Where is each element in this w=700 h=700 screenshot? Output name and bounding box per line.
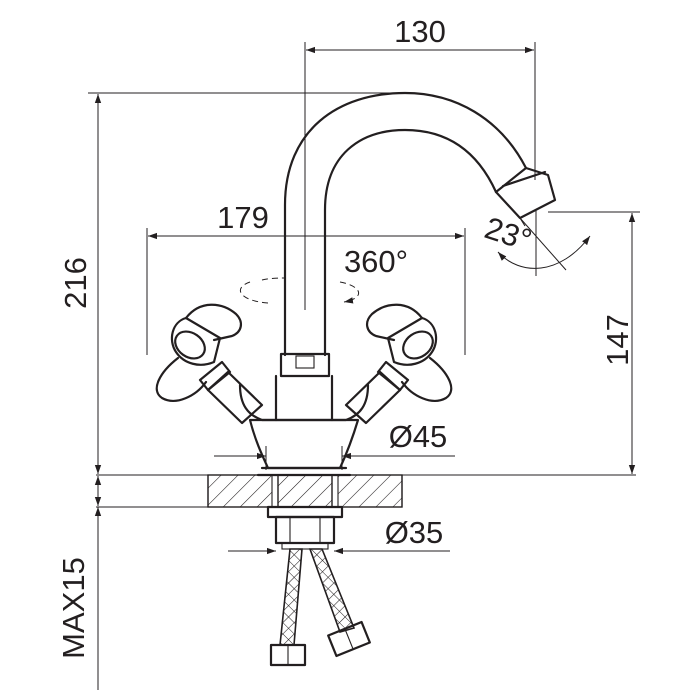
countertop-section xyxy=(96,474,636,508)
dim-base-diameter-label: Ø45 xyxy=(389,419,448,454)
dimension-360: 360° xyxy=(239,244,408,304)
dimension-max15: MAX15 xyxy=(56,476,102,690)
dimension-130: 130 xyxy=(304,14,536,310)
dimension-d35: Ø35 xyxy=(228,515,450,555)
dim-spout-reach-label: 130 xyxy=(394,14,446,49)
right-handle xyxy=(344,303,453,425)
dim-spout-angle-label: 23° xyxy=(481,210,536,258)
dimension-216: 216 xyxy=(58,92,405,474)
dim-outlet-height-label: 147 xyxy=(600,314,635,366)
dim-total-height-label: 216 xyxy=(58,257,93,309)
left-handle xyxy=(155,303,264,425)
dim-max-thickness-label: MAX15 xyxy=(56,557,91,659)
supply-hoses xyxy=(269,548,371,667)
faucet-body xyxy=(238,374,370,477)
dim-rotation-label: 360° xyxy=(344,244,408,279)
dimension-147: 147 xyxy=(548,211,640,474)
shank-fittings xyxy=(266,505,344,550)
dimension-d45: Ø45 xyxy=(214,419,455,470)
dimension-23deg: 23° xyxy=(481,210,591,276)
dimension-179: 179 xyxy=(146,200,466,355)
dim-handle-span-label: 179 xyxy=(217,200,269,235)
dim-shank-diameter-label: Ø35 xyxy=(385,515,444,550)
